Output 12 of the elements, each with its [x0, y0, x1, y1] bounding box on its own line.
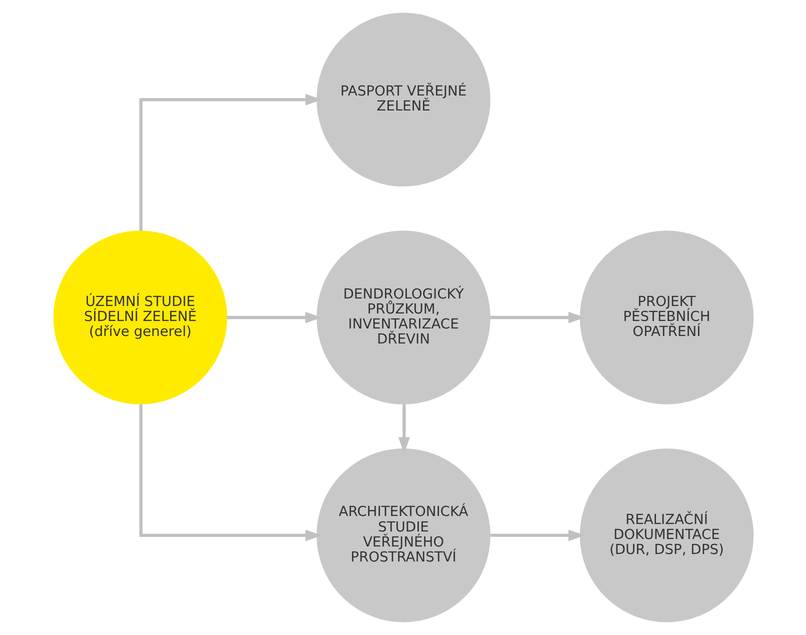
node-circle: ÚZEMNÍ STUDIE SÍDELNÍ ZELENĚ (dříve generel)	[52, 230, 227, 404]
arrow	[226, 312, 322, 324]
arrow	[138, 94, 322, 231]
arrow	[138, 404, 322, 542]
arrow	[490, 312, 584, 324]
node-circle: REALIZAČNÍ DOKUMENTACE (DUR, DSP, DPS)	[579, 448, 754, 622]
node-circle: DENDROLOGICKÝ PRŮZKUM, INVENTARIZACE DŘEVIN	[316, 230, 490, 404]
node-circle: PASPORT VEŘEJNÉ ZELENĚ	[316, 12, 490, 187]
arrow	[490, 530, 584, 542]
arrow	[398, 404, 410, 454]
node-circle: ARCHITEKTONICKÁ STUDIE VEŘEJNÉHO PROSTRANSTVÍ	[316, 448, 490, 622]
node-circle: PROJEKT PĚSTEBNÍCH OPATŘENÍ	[579, 230, 754, 404]
